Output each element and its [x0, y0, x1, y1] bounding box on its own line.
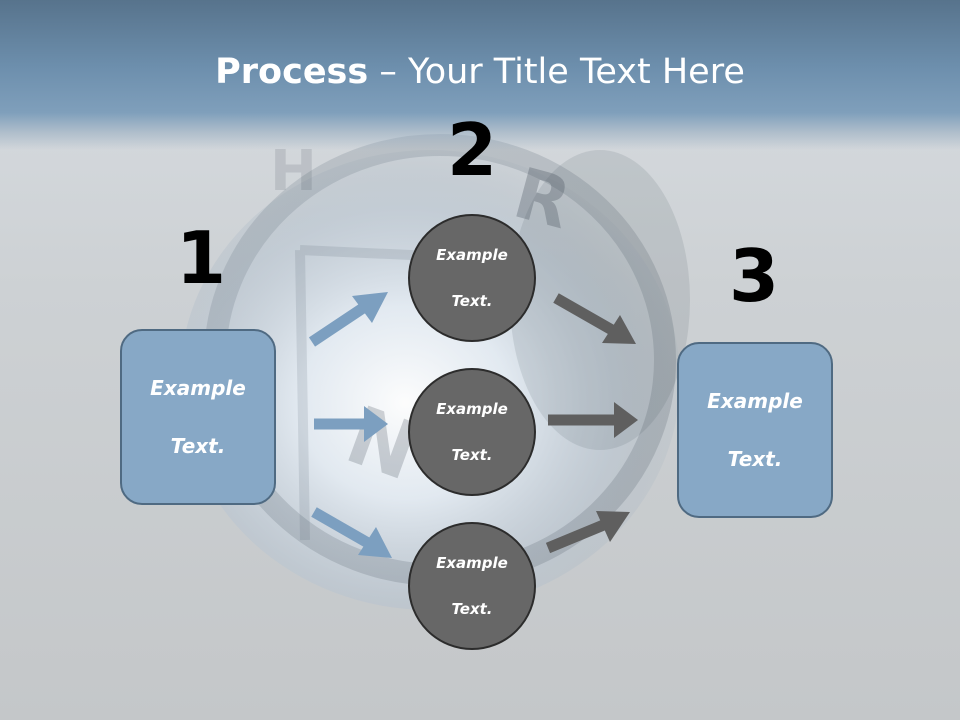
title-bar	[0, 0, 960, 150]
right-box-line1: Example	[707, 388, 803, 413]
left-box-line2: Text.	[170, 433, 226, 458]
step-number-2: 2	[447, 108, 498, 192]
circle-middle-line1: Example	[436, 399, 508, 418]
arrow-top-to-right	[553, 293, 636, 344]
right-box-line2: Text.	[727, 446, 783, 471]
circle-top: Example Text.	[408, 214, 536, 342]
arrow-left-to-top	[308, 292, 388, 347]
circle-top-line2: Text.	[451, 291, 493, 310]
arrow-left-to-mid	[314, 406, 388, 442]
left-box: Example Text.	[120, 329, 276, 505]
step-number-1: 1	[176, 216, 227, 300]
title-bold: Process	[215, 52, 369, 92]
circle-middle: Example Text.	[408, 368, 536, 496]
step-number-3: 3	[729, 234, 780, 318]
circle-middle-line2: Text.	[451, 445, 493, 464]
left-box-line1: Example	[150, 375, 246, 400]
arrow-mid-to-right	[548, 402, 638, 438]
arrow-left-to-bot	[311, 507, 392, 558]
circle-bottom: Example Text.	[408, 522, 536, 650]
circle-top-line1: Example	[436, 245, 508, 264]
circle-bottom-line2: Text.	[451, 599, 493, 618]
right-box: Example Text.	[677, 342, 833, 518]
title-rest: – Your Title Text Here	[368, 52, 745, 92]
arrow-bot-to-right	[545, 511, 630, 554]
slide-title: Process – Your Title Text Here	[0, 52, 960, 92]
circle-bottom-line1: Example	[436, 553, 508, 572]
